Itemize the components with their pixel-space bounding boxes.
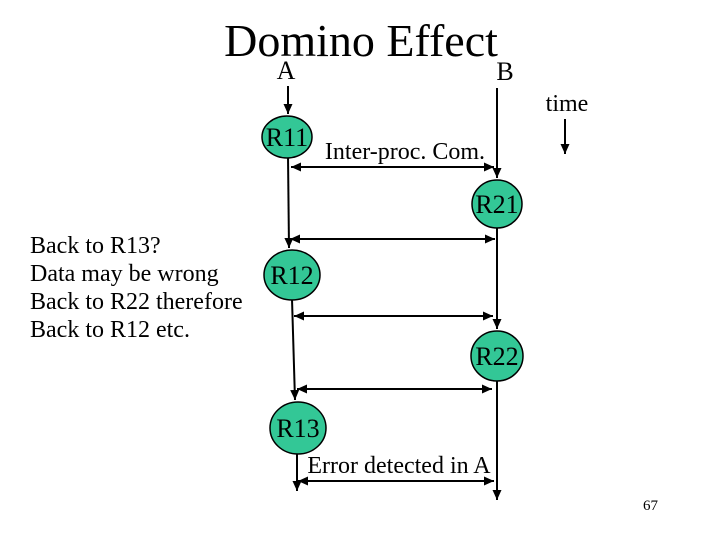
checkpoint-r21-label: R21 bbox=[475, 190, 518, 219]
note-line-2: Data may be wrong bbox=[30, 261, 219, 287]
note-line-1: Back to R13? bbox=[30, 233, 161, 259]
error-detected-annotation: Error detected in A bbox=[307, 453, 491, 479]
process-a-lifeline-segment-2 bbox=[284, 155, 294, 249]
checkpoint-r13-node bbox=[269, 401, 327, 455]
page-number: 67 bbox=[643, 498, 659, 514]
note-line-3: Back to R22 therefore bbox=[30, 289, 243, 315]
checkpoint-r11-label: R11 bbox=[266, 123, 308, 152]
process-b-label: B bbox=[496, 57, 513, 86]
process-a-label: A bbox=[277, 56, 296, 85]
slide-title: Domino Effect bbox=[224, 15, 498, 66]
checkpoint-r21-node bbox=[471, 179, 523, 229]
checkpoint-r13-label: R13 bbox=[276, 414, 319, 443]
checkpoint-r22-label: R22 bbox=[475, 342, 518, 371]
checkpoint-r22-node bbox=[470, 330, 524, 382]
time-label: time bbox=[546, 91, 589, 117]
checkpoint-r11-node bbox=[261, 115, 313, 159]
checkpoint-r12-label: R12 bbox=[270, 261, 313, 290]
process-a-lifeline-segment-3 bbox=[290, 298, 300, 401]
inter-proc-com-annotation: Inter-proc. Com. bbox=[325, 139, 485, 165]
note-line-4: Back to R12 etc. bbox=[30, 317, 190, 343]
checkpoint-r12-node bbox=[263, 249, 321, 301]
